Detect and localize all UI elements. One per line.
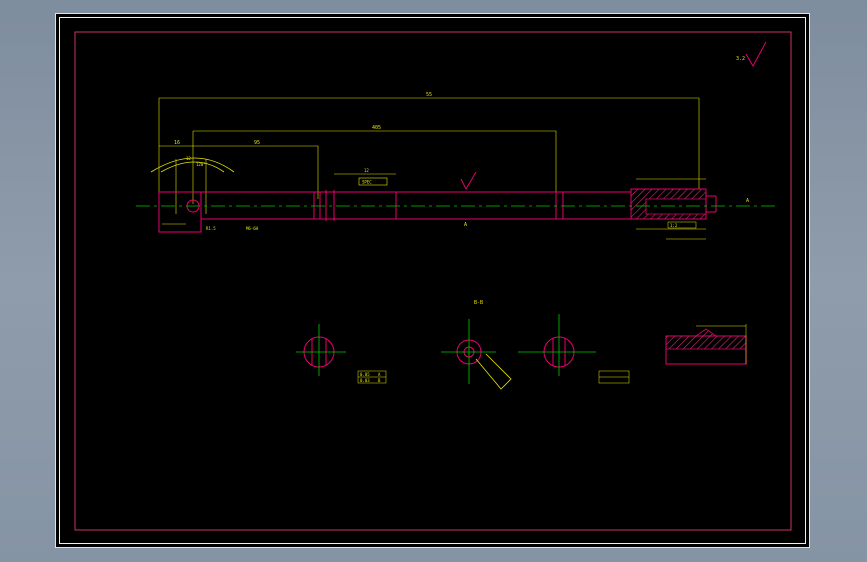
viewport-inner-border bbox=[59, 17, 806, 544]
cad-drawing: 3.2 55 405 95 16 12 120° bbox=[74, 31, 792, 531]
roughness-label: 3.2 bbox=[736, 56, 745, 62]
dim-main-label: 405 bbox=[372, 125, 381, 131]
tol-1-datum: A bbox=[378, 372, 381, 377]
shaft-main-view: 55 405 95 16 12 120° R1.5 M6-6H bbox=[136, 92, 776, 240]
tol-2-datum: B bbox=[378, 378, 381, 383]
drawing-frame bbox=[74, 31, 792, 531]
roughness-symbol-icon: 3.2 bbox=[736, 41, 767, 68]
dim-seg-a-label: 12 bbox=[186, 156, 191, 161]
section-view-1: 0.05 A 0.03 B bbox=[296, 324, 387, 384]
threaded-end-hatch bbox=[630, 188, 707, 220]
tol-1-value: 0.05 bbox=[360, 372, 370, 377]
shaft-roughness-icon bbox=[460, 171, 477, 191]
dim-seg-b-label: 12 bbox=[364, 168, 369, 173]
section-a-label: A bbox=[464, 222, 467, 228]
cad-viewport[interactable]: 3.2 55 405 95 16 12 120° bbox=[55, 13, 810, 548]
section-view-3 bbox=[518, 314, 630, 384]
section-view-2: B-B bbox=[441, 300, 512, 390]
dim-overall-label: 55 bbox=[426, 92, 432, 98]
section-b-label: B-B bbox=[474, 300, 483, 306]
tol-2-value: 0.03 bbox=[360, 378, 370, 383]
detail-view bbox=[665, 324, 747, 365]
note-center-box: SPEC bbox=[362, 180, 372, 185]
note-thread: M6-6H bbox=[246, 226, 259, 231]
dim-angle-label: 120° bbox=[196, 162, 206, 167]
note-right: 1:2 bbox=[670, 223, 678, 228]
right-label: A bbox=[746, 198, 749, 204]
dim-shaft-label: 95 bbox=[254, 140, 260, 146]
dim-left-small-label: 16 bbox=[174, 140, 180, 146]
note-left: R1.5 bbox=[206, 226, 216, 231]
